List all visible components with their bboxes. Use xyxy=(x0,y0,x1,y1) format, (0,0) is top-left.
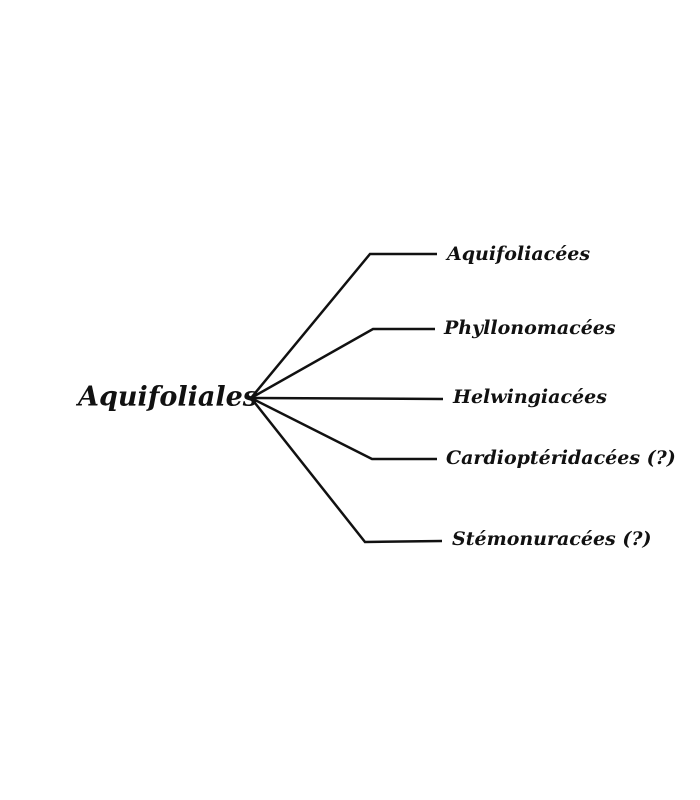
child-node-label: Cardioptéridacées (?) xyxy=(446,447,676,469)
branch-cardiopteridacees xyxy=(250,396,437,461)
branch-stemonuracees xyxy=(250,397,443,544)
child-node-label: Aquifoliacées xyxy=(447,243,591,265)
child-node-label: Stémonuracées (?) xyxy=(452,528,652,550)
child-node-label: Phyllonomacées xyxy=(444,317,616,339)
root-node-label: Aquifoliales xyxy=(78,381,258,413)
child-node-label: Helwingiacées xyxy=(453,386,607,408)
branch-aquifoliacees xyxy=(250,252,437,399)
branch-phyllonomacees xyxy=(250,327,435,400)
branch-helwingiacees xyxy=(250,396,444,401)
